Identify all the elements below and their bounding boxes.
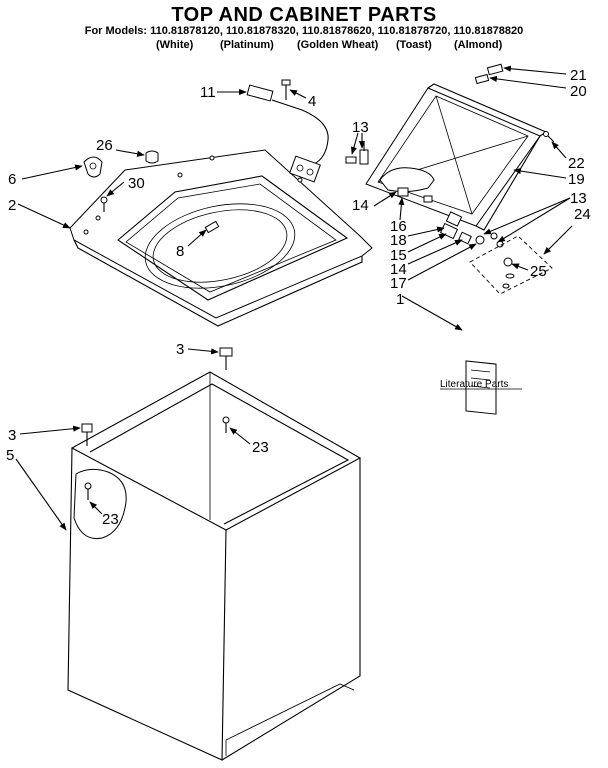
callout-19: 19 (568, 171, 585, 188)
clip-26 (145, 150, 159, 164)
callout-3-rear: 3 (176, 341, 184, 358)
literature-card (465, 360, 497, 415)
washer-lid (365, 83, 548, 231)
screw-30 (100, 196, 108, 212)
callout-2: 2 (8, 197, 16, 214)
color-white: (White) (156, 39, 194, 51)
callout-16: 16 (390, 218, 407, 235)
screw-4 (281, 79, 291, 100)
color-row: (White) (Platinum) (Golden Wheat) (Toast… (0, 39, 608, 53)
leader-lines (15, 65, 573, 531)
callout-13-top: 13 (352, 119, 369, 136)
callout-13-right: 13 (570, 190, 587, 207)
callout-11: 11 (200, 84, 216, 101)
models-line: For Models: 110.81878120, 110.81878320, … (84, 25, 524, 37)
screw-23-front (84, 482, 92, 500)
clip-3-front (81, 423, 93, 446)
part-8 (204, 220, 220, 234)
hinge-kit-24 (469, 235, 553, 295)
callout-26: 26 (96, 137, 113, 154)
hinge-13-top (345, 143, 369, 165)
callout-18: 18 (390, 232, 407, 249)
callout-24: 24 (574, 206, 591, 223)
callout-14-lower: 14 (390, 261, 407, 278)
lid-switch (246, 84, 329, 183)
callout-1: 1 (396, 291, 404, 308)
color-toast: (Toast) (396, 39, 432, 51)
callout-15: 15 (390, 247, 407, 264)
page-title: TOP AND CABINET PARTS (171, 4, 437, 26)
callout-labels: 11 4 13 21 20 26 6 30 22 19 14 16 13 24 … (6, 67, 591, 528)
callout-25: 25 (530, 263, 547, 280)
literature-label: Literature Parts (440, 379, 508, 390)
callout-4: 4 (308, 93, 316, 110)
callout-21: 21 (570, 67, 587, 84)
callout-14-upper: 14 (352, 197, 369, 214)
callout-23-front: 23 (102, 511, 119, 528)
bumper-20 (474, 73, 490, 85)
color-golden-wheat: (Golden Wheat) (297, 39, 379, 51)
bracket-6 (83, 156, 103, 178)
callout-30: 30 (128, 175, 145, 192)
screw-22 (543, 131, 555, 143)
bumper-21 (486, 63, 504, 76)
callout-6: 6 (8, 171, 16, 188)
callout-5: 5 (6, 447, 14, 464)
callout-17: 17 (390, 275, 407, 292)
hinge-cluster (379, 167, 504, 248)
clip-3-rear (219, 347, 233, 370)
color-almond: (Almond) (454, 39, 503, 51)
color-platinum: (Platinum) (220, 39, 274, 51)
callout-22: 22 (568, 155, 585, 172)
cabinet (67, 371, 362, 761)
washer-top (69, 149, 373, 327)
callout-23-rear: 23 (252, 439, 269, 456)
callout-3-front: 3 (8, 427, 16, 444)
screw-23-rear (222, 416, 230, 433)
callout-8: 8 (176, 243, 184, 260)
callout-20: 20 (570, 83, 587, 100)
